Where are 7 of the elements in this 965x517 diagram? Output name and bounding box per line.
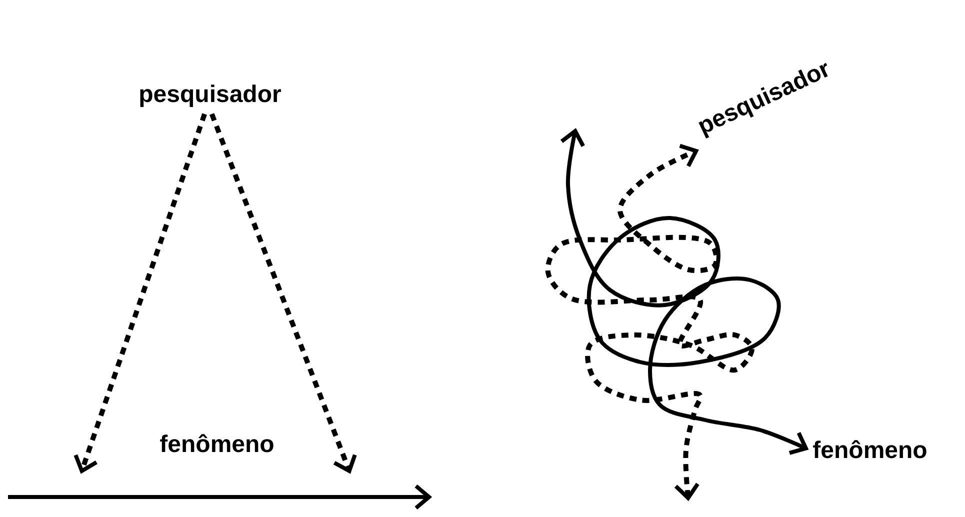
arrow — [546, 144, 754, 500]
node-label: fenômeno — [812, 436, 928, 466]
node-label: fenômeno — [160, 430, 274, 460]
arrow — [209, 113, 357, 473]
node-label: pesquisador — [138, 80, 282, 110]
arrow — [74, 113, 207, 473]
arrow — [560, 129, 808, 455]
